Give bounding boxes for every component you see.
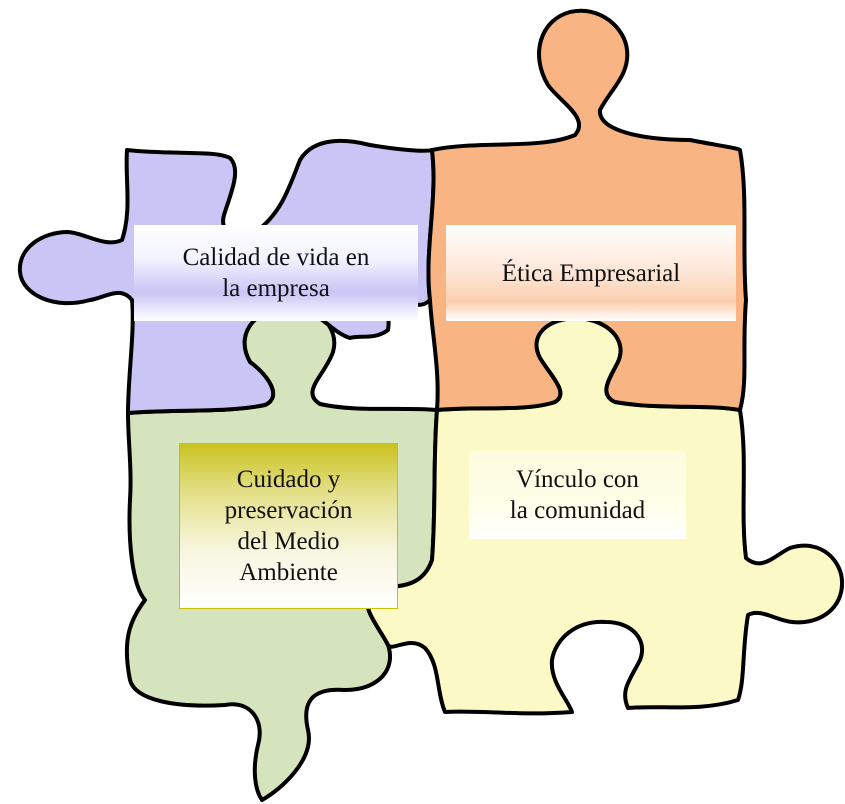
label-vinculo-comunidad-text: Vínculo con la comunidad xyxy=(509,466,646,524)
label-vinculo-comunidad: Vínculo con la comunidad xyxy=(469,451,686,539)
label-etica-empresarial-text: Ética Empresarial xyxy=(501,259,681,287)
label-calidad-de-vida: Calidad de vida en la empresa xyxy=(134,225,418,321)
label-cuidado-medio-ambiente: Cuidado y preservación del Medio Ambient… xyxy=(179,443,398,609)
label-cuidado-medio-ambiente-text: Cuidado y preservación del Medio Ambient… xyxy=(224,466,353,586)
label-etica-empresarial: Ética Empresarial xyxy=(446,225,736,321)
label-calidad-de-vida-text: Calidad de vida en la empresa xyxy=(182,244,370,302)
